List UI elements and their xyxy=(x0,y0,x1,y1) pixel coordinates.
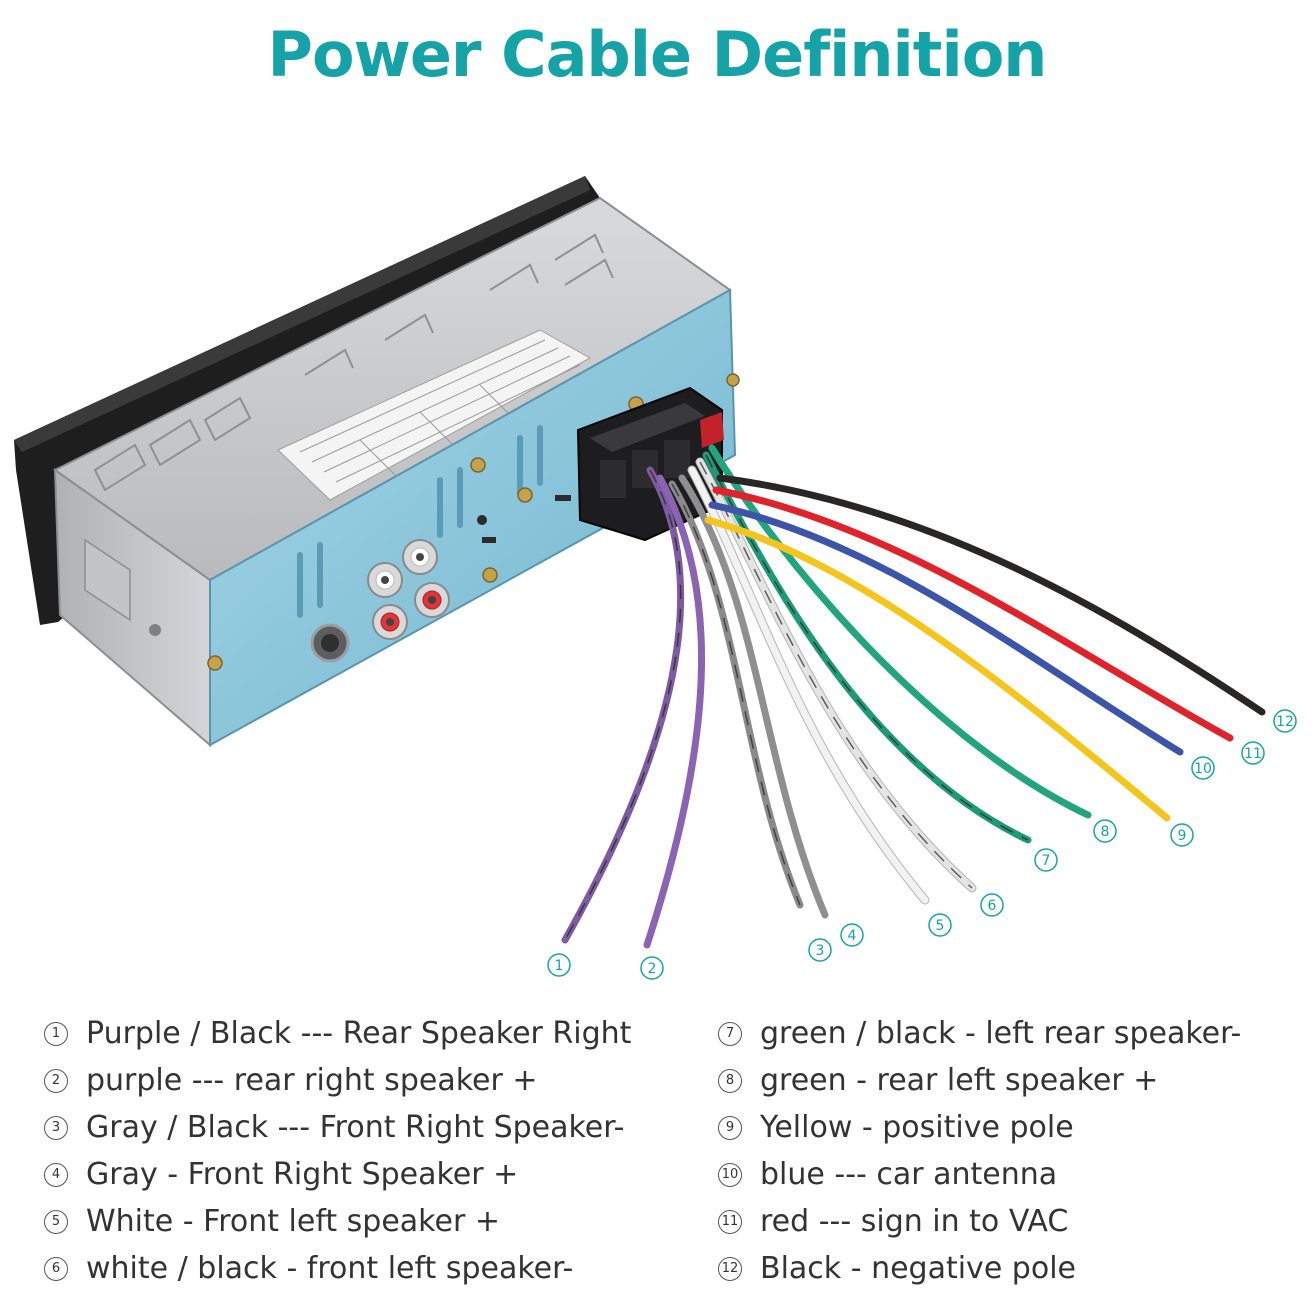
legend-text: Black - negative pole xyxy=(760,1251,1076,1286)
legend-text: green / black - left rear speaker- xyxy=(760,1016,1242,1051)
legend-item: 10 blue --- car antenna xyxy=(718,1151,1241,1198)
legend-text: White - Front left speaker + xyxy=(86,1204,500,1239)
callout-number: 5 xyxy=(936,918,945,934)
legend-number: 1 xyxy=(44,1021,68,1046)
legend-number: 11 xyxy=(718,1209,742,1234)
wire-stripe-7 xyxy=(705,454,1029,841)
wire-11 xyxy=(712,486,1234,742)
legend-text: Purple / Black --- Rear Speaker Right xyxy=(86,1016,632,1051)
callout-number: 1 xyxy=(555,958,564,974)
wire-callout-7: 7 xyxy=(1034,848,1058,872)
wire-callout-5: 5 xyxy=(928,913,952,937)
callout-circle xyxy=(808,938,832,962)
callout-circle xyxy=(980,893,1004,917)
callout-number: 11 xyxy=(1244,746,1262,762)
callout-number: 9 xyxy=(1178,828,1187,844)
legend-item: 9 Yellow - positive pole xyxy=(718,1104,1241,1151)
rca-jacks xyxy=(367,539,450,640)
legend-number: 7 xyxy=(718,1021,742,1046)
legend-item: 2 purple --- rear right speaker + xyxy=(44,1057,631,1104)
wire-12 xyxy=(716,474,1266,716)
callout-circle xyxy=(640,956,664,980)
legend-number: 9 xyxy=(718,1115,742,1140)
wire-harness xyxy=(561,444,1266,949)
wire-callout-4: 4 xyxy=(840,923,864,947)
callout-circle xyxy=(1170,823,1194,847)
legend-text: Gray - Front Right Speaker + xyxy=(86,1157,519,1192)
wire-callout-3: 3 xyxy=(808,938,832,962)
callout-circle xyxy=(1273,709,1297,733)
callout-circle xyxy=(1191,756,1215,780)
wire-4 xyxy=(678,474,829,919)
callout-number: 8 xyxy=(1101,824,1110,840)
wire-callout-10: 10 xyxy=(1191,756,1215,780)
wire-legend-right: 7 green / black - left rear speaker- 8 gre… xyxy=(718,1010,1241,1292)
legend-number: 10 xyxy=(718,1162,742,1187)
callout-circle xyxy=(547,953,571,977)
legend-item: 1 Purple / Black --- Rear Speaker Right xyxy=(44,1010,631,1057)
legend-number: 6 xyxy=(44,1256,68,1281)
callout-number: 10 xyxy=(1194,761,1212,777)
wire-callout-2: 2 xyxy=(640,956,664,980)
wire-9 xyxy=(704,516,1171,822)
wire-10 xyxy=(708,501,1184,756)
legend-item: 12 Black - negative pole xyxy=(718,1245,1241,1292)
legend-text: Yellow - positive pole xyxy=(760,1110,1074,1145)
wire-callout-8: 8 xyxy=(1093,819,1117,843)
legend-item: 8 green - rear left speaker + xyxy=(718,1057,1241,1104)
legend-number: 3 xyxy=(44,1115,68,1140)
callout-number: 12 xyxy=(1276,714,1294,730)
wire-callout-11: 11 xyxy=(1241,741,1265,765)
legend-number: 4 xyxy=(44,1162,68,1187)
radio-back-panel xyxy=(207,288,740,747)
wire-stripe-3 xyxy=(671,483,801,906)
callout-circle xyxy=(928,913,952,937)
wire-callout-6: 6 xyxy=(980,893,1004,917)
callout-number: 7 xyxy=(1042,853,1051,869)
wire-2 xyxy=(643,474,706,949)
legend-text: purple --- rear right speaker + xyxy=(86,1063,538,1098)
legend-text: green - rear left speaker + xyxy=(760,1063,1159,1098)
legend-number: 12 xyxy=(718,1256,742,1281)
legend-item: 7 green / black - left rear speaker- xyxy=(718,1010,1241,1057)
callout-number: 4 xyxy=(848,928,857,944)
wire-1 xyxy=(561,466,685,944)
legend-text: red --- sign in to VAC xyxy=(760,1204,1069,1239)
callout-circle xyxy=(1093,819,1117,843)
wire-legend-left: 1 Purple / Black --- Rear Speaker Right 2… xyxy=(44,1010,631,1292)
legend-text: blue --- car antenna xyxy=(760,1157,1058,1192)
legend-item: 6 white / black - front left speaker- xyxy=(44,1245,631,1292)
callout-number: 3 xyxy=(816,943,825,959)
legend-number: 2 xyxy=(44,1068,68,1093)
legend-number: 5 xyxy=(44,1209,68,1234)
legend-text: white / black - front left speaker- xyxy=(86,1251,574,1286)
wire-callout-12: 12 xyxy=(1273,709,1297,733)
legend-item: 4 Gray - Front Right Speaker + xyxy=(44,1151,631,1198)
callout-circle xyxy=(1034,848,1058,872)
callout-number: 6 xyxy=(988,898,997,914)
callout-number: 2 xyxy=(648,961,657,977)
legend-item: 11 red --- sign in to VAC xyxy=(718,1198,1241,1245)
callout-circle xyxy=(840,923,864,947)
legend-text: Gray / Black --- Front Right Speaker- xyxy=(86,1110,625,1145)
radio-chassis-top xyxy=(53,196,732,582)
wire-stripe-1 xyxy=(564,469,682,941)
legend-number: 8 xyxy=(718,1068,742,1093)
callout-circle xyxy=(1241,741,1265,765)
wire-callout-1: 1 xyxy=(547,953,571,977)
page-title: Power Cable Definition xyxy=(267,18,1048,91)
wire-6 xyxy=(696,458,976,892)
legend-item: 5 White - Front left speaker + xyxy=(44,1198,631,1245)
legend-item: 3 Gray / Black --- Front Right Speaker- xyxy=(44,1104,631,1151)
wire-callout-9: 9 xyxy=(1170,823,1194,847)
